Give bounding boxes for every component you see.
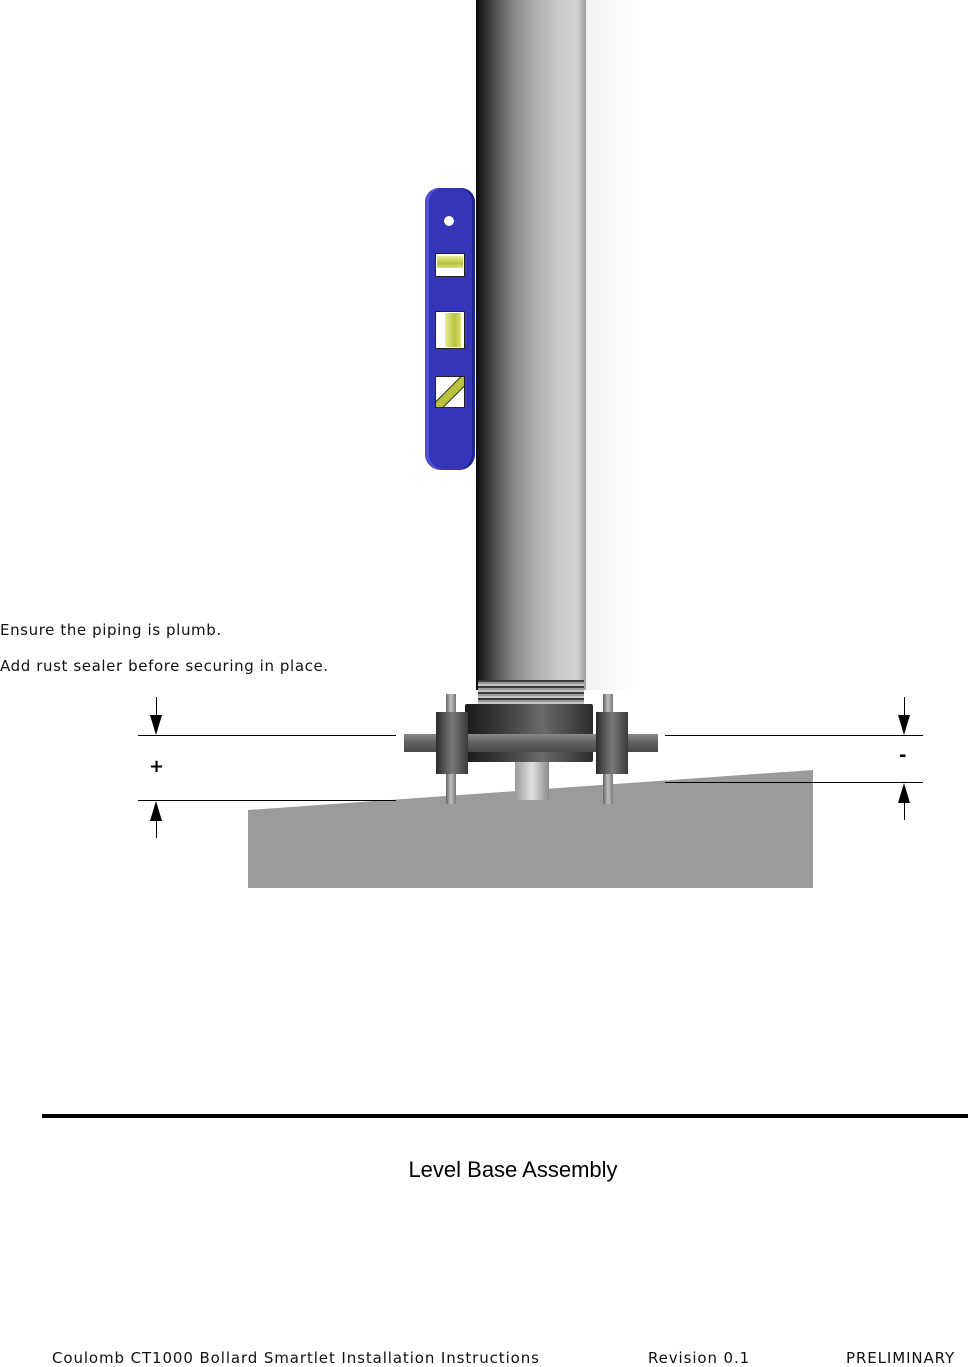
level-vial-diagonal-icon	[435, 376, 465, 408]
footer-revision: Revision 0.1	[648, 1349, 751, 1367]
note-plumb: Ensure the piping is plumb.	[0, 621, 222, 639]
arrow-up-icon	[150, 801, 162, 821]
note-rust-sealer: Add rust sealer before securing in place…	[0, 657, 329, 675]
dimension-right-line-bottom	[665, 782, 923, 783]
dimension-right-label: -	[899, 745, 907, 766]
caption-rule	[42, 1114, 968, 1118]
dimension-left-leader-top	[156, 697, 157, 717]
footer-status: PRELIMINARY	[846, 1349, 956, 1367]
dimension-right-line-top	[665, 735, 923, 736]
arrow-down-icon	[150, 715, 162, 735]
pipe-shadow	[586, 0, 636, 690]
level-vial-vertical-icon	[435, 311, 465, 349]
arrow-up-icon	[898, 783, 910, 803]
vertical-pipe	[476, 0, 586, 690]
footer-document-title: Coulomb CT1000 Bollard Smartlet Installa…	[52, 1349, 540, 1367]
dimension-left-line-bottom	[138, 800, 396, 801]
level-vial-horizontal-icon	[435, 253, 465, 277]
dimension-left-line-top	[138, 735, 396, 736]
nut-right	[596, 712, 628, 774]
base-flange	[465, 704, 593, 762]
figure-caption: Level Base Assembly	[408, 1157, 618, 1182]
installation-illustration: Ensure the piping is plumb. Add rust sea…	[0, 0, 973, 900]
nut-left	[436, 712, 468, 774]
pipe-stem	[515, 760, 549, 800]
level-hang-hole	[444, 216, 454, 226]
pipe-thread	[478, 680, 584, 706]
dimension-right-leader-bottom	[904, 802, 905, 820]
arrow-down-icon	[898, 715, 910, 735]
dimension-right-leader-top	[904, 697, 905, 717]
dimension-left-label: +	[149, 756, 165, 777]
dimension-left-leader-bottom	[156, 820, 157, 838]
